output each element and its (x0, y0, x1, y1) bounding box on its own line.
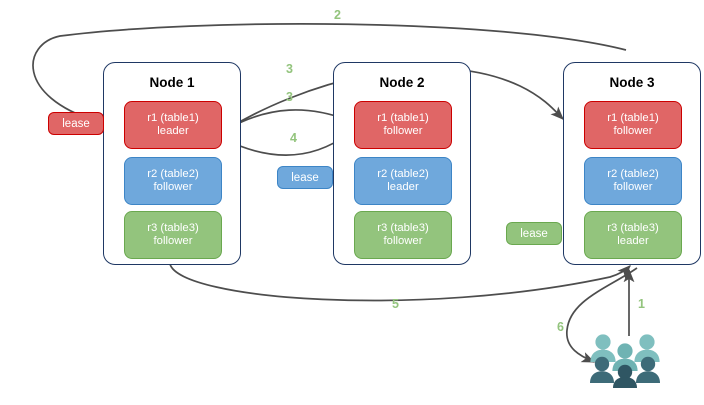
node-3-replica-r2[interactable]: r2 (table2) follower (584, 157, 682, 205)
node-3-replica-r2-line1: r2 (table2) (607, 167, 659, 180)
arrow-step-4 (224, 133, 349, 156)
step-label-3a: 3 (286, 62, 293, 76)
node-1-replica-r3-line2: follower (153, 235, 193, 247)
step-label-2: 2 (334, 8, 341, 22)
node-2-replica-r3-line2: follower (383, 235, 423, 247)
node-1-replica-r3-line1: r3 (table3) (147, 221, 199, 234)
node-1-replica-r2-line1: r2 (table2) (147, 167, 199, 180)
step-label-5: 5 (392, 297, 399, 311)
node-2-replica-r3-line1: r3 (table3) (377, 221, 429, 234)
node-1-replica-r3[interactable]: r3 (table3) follower (124, 211, 222, 259)
node-3-replica-r1-line1: r1 (table1) (607, 111, 659, 124)
step-label-4: 4 (290, 131, 297, 145)
node-3-replica-r1-line2: follower (613, 125, 653, 137)
node-2-replica-r2[interactable]: r2 (table2) leader (354, 157, 452, 205)
node-3-title: Node 3 (609, 75, 655, 90)
arrow-step-6 (566, 267, 638, 363)
node-1-replica-r2-line2: follower (153, 181, 193, 193)
arrow-step-2 (32, 23, 627, 123)
lease-chip-blue[interactable]: lease (277, 166, 333, 189)
step-label-1: 1 (638, 297, 645, 311)
node-3-replica-r3-line1: r3 (table3) (607, 221, 659, 234)
node-2-replica-r2-line2: leader (387, 181, 419, 193)
lease-chip-green[interactable]: lease (506, 222, 562, 245)
node-1-title: Node 1 (149, 75, 195, 90)
node-1-replica-r1-line2: leader (157, 125, 189, 137)
node-2-replica-r1-line2: follower (383, 125, 423, 137)
node-box-1[interactable]: Node 1 r1 (table1) leader r2 (table2) fo… (103, 62, 241, 265)
node-box-3[interactable]: Node 3 r1 (table1) follower r2 (table2) … (563, 62, 701, 265)
node-3-replica-r2-line2: follower (613, 181, 653, 193)
node-3-replica-r3[interactable]: r3 (table3) leader (584, 211, 682, 259)
arrow-step-5 (169, 263, 631, 302)
lease-chip-red[interactable]: lease (48, 112, 104, 135)
node-2-replica-r1[interactable]: r1 (table1) follower (354, 101, 452, 149)
node-1-replica-r1-line1: r1 (table1) (147, 111, 199, 124)
node-3-replica-r1[interactable]: r1 (table1) follower (584, 101, 682, 149)
node-2-replica-r3[interactable]: r3 (table3) follower (354, 211, 452, 259)
step-label-6: 6 (557, 320, 564, 334)
node-box-2[interactable]: Node 2 r1 (table1) follower r2 (table2) … (333, 62, 471, 265)
node-3-replica-r3-line2: leader (617, 235, 649, 247)
node-2-replica-r2-line1: r2 (table2) (377, 167, 429, 180)
users-icon (590, 334, 660, 388)
node-1-replica-r2[interactable]: r2 (table2) follower (124, 157, 222, 205)
node-1-replica-r1[interactable]: r1 (table1) leader (124, 101, 222, 149)
node-2-title: Node 2 (379, 75, 425, 90)
step-label-3b: 3 (286, 90, 293, 104)
node-2-replica-r1-line1: r1 (table1) (377, 111, 429, 124)
